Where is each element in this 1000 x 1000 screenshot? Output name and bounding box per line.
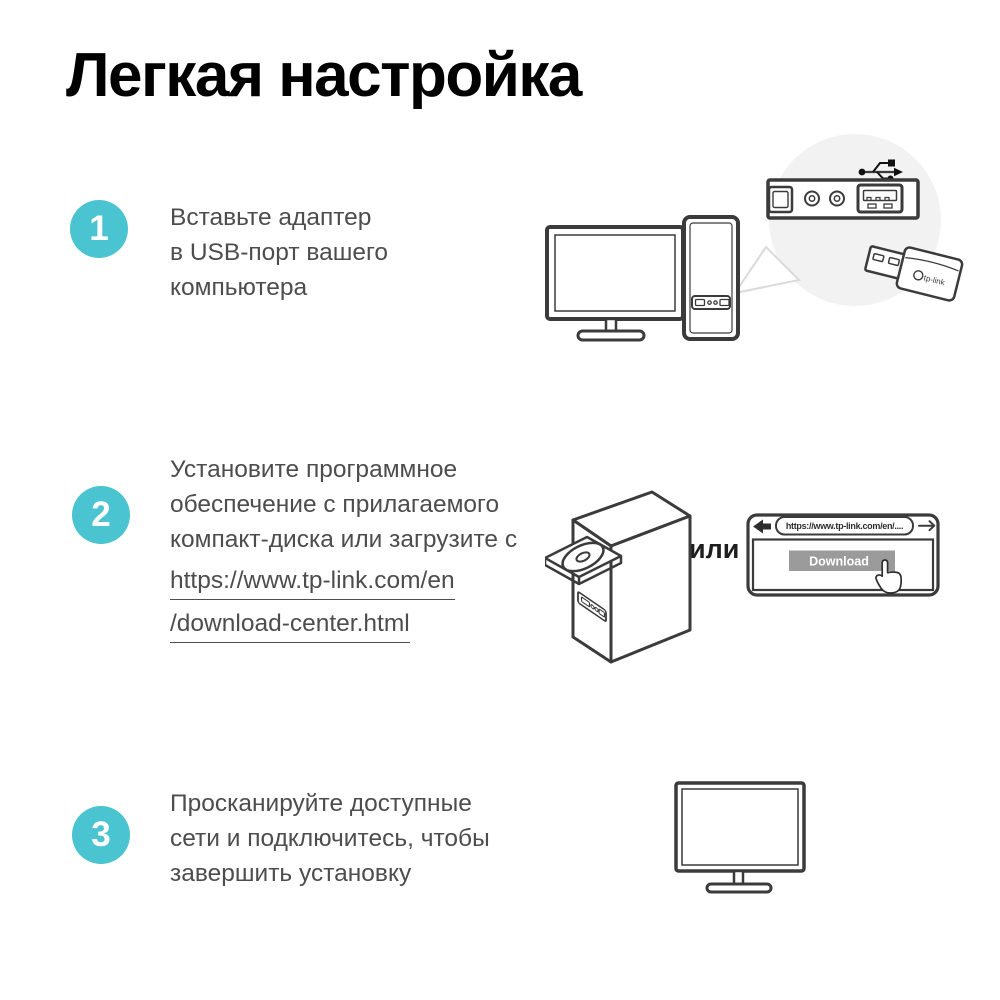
- step-1-line: Вставьте адаптер: [170, 204, 372, 231]
- step-2-badge: 2: [72, 486, 130, 544]
- back-arrow-icon: [753, 519, 771, 534]
- download-url-link[interactable]: /download-center.html: [170, 609, 410, 643]
- step-1-badge: 1: [70, 200, 128, 258]
- browser-window: https://www.tp-link.com/en/.... Download: [746, 513, 940, 597]
- tower-cd-icon: [545, 490, 692, 664]
- download-button[interactable]: Download: [789, 550, 895, 572]
- step-2-line: Установите программное: [170, 456, 458, 483]
- hand-cursor-icon: [875, 559, 903, 594]
- step-3-line: Просканируйте доступные: [170, 790, 472, 817]
- download-url-link[interactable]: https://www.tp-link.com/en: [170, 566, 455, 600]
- step-3-line: завершить установку: [170, 860, 412, 887]
- step-1-illustration: tp-link: [545, 134, 964, 342]
- step-2-line: обеспечение с прилагаемого: [170, 491, 500, 518]
- step-1-line: в USB-порт вашего: [170, 239, 389, 266]
- step-3-line: сети и подключитесь, чтобы: [170, 825, 490, 852]
- step-1-line: компьютера: [170, 274, 308, 301]
- step-3-text: Просканируйте доступные сети и подключит…: [170, 786, 490, 891]
- step-3-badge: 3: [72, 806, 130, 864]
- or-label: или: [689, 534, 740, 564]
- url-bar: [775, 516, 914, 536]
- step-3-illustration: [674, 781, 806, 894]
- step-2-illustration: https://www.tp-link.com/en/.... Download: [545, 490, 940, 664]
- step-2-line: компакт-диска или загрузите с: [170, 526, 518, 553]
- step-1-number: 1: [89, 209, 109, 248]
- step-1-text: Вставьте адаптер в USB-порт вашего компь…: [170, 200, 388, 305]
- forward-arrow-icon: [918, 520, 936, 532]
- step-2-number: 2: [91, 495, 111, 534]
- url-bar-text: https://www.tp-link.com/en/....: [786, 521, 903, 531]
- monitor-icon: [674, 781, 806, 894]
- usb-adapter-icon: tp-link: [864, 245, 964, 302]
- step-3-number: 3: [91, 815, 111, 854]
- download-button-label: Download: [809, 555, 869, 569]
- desktop-tower-icon: [682, 215, 740, 341]
- callout-wedge: [732, 245, 802, 295]
- desktop-monitor-icon: [545, 225, 685, 342]
- page-title: Легкая настройка: [66, 41, 582, 110]
- step-2-text: Установите программное обеспечение с при…: [170, 452, 517, 643]
- usb-ports-panel: [766, 178, 920, 220]
